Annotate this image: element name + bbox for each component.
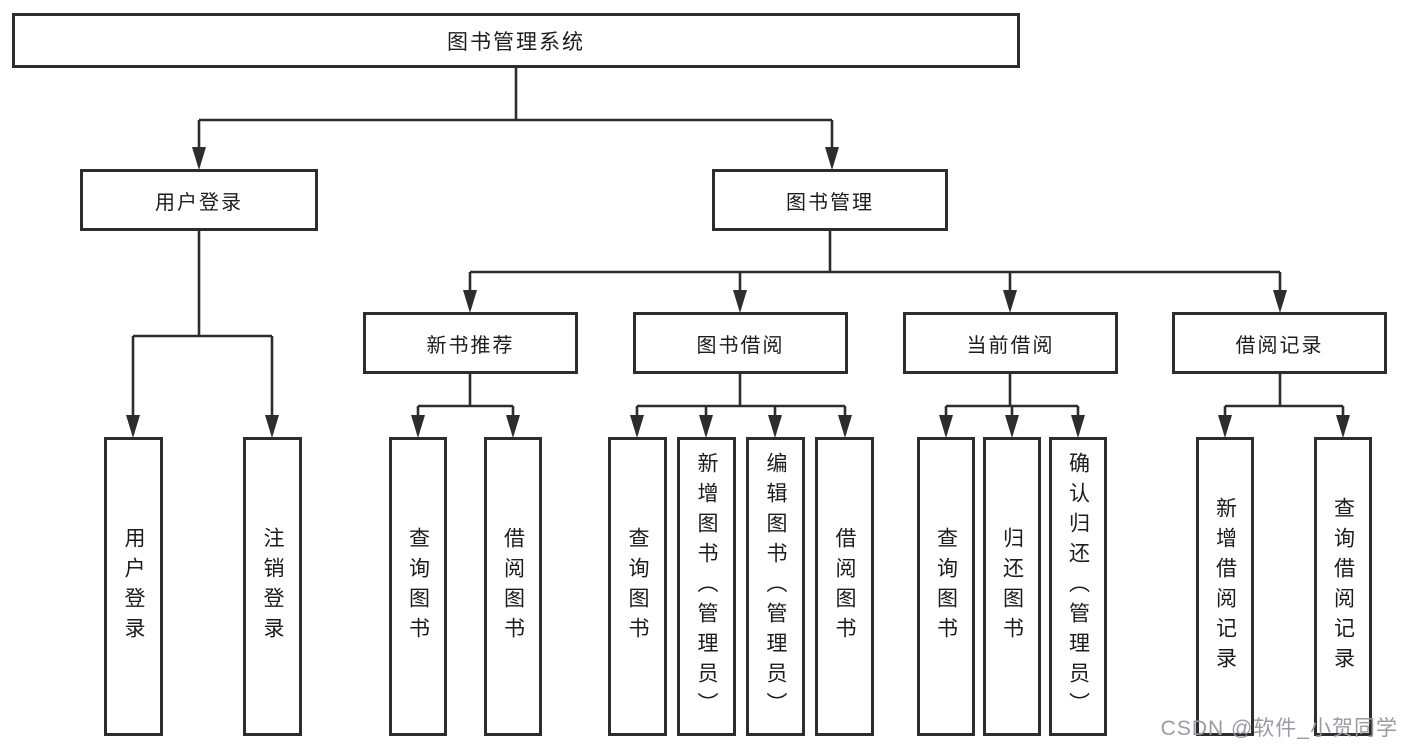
- node-label: 新增借阅记录: [1213, 496, 1237, 677]
- node-label: 归还图书: [1000, 526, 1024, 647]
- node-new-book-recommend: 新书推荐: [363, 312, 578, 374]
- node-label: 确认归还（管理员）: [1066, 451, 1090, 722]
- leaf-logout: 注销登录: [243, 437, 302, 736]
- node-label: 编辑图书（管理员）: [764, 451, 787, 722]
- leaf-user-login: 用户登录: [104, 437, 163, 736]
- node-label: 图书管理: [786, 191, 874, 214]
- node-label: 查询借阅记录: [1331, 496, 1355, 677]
- csdn-watermark: CSDN @软件_小贺同学: [1160, 717, 1398, 740]
- node-label: 借阅图书: [833, 526, 856, 647]
- leaf-borrow-books: 借阅图书: [815, 437, 874, 736]
- node-label: 注销登录: [261, 526, 284, 647]
- node-book-borrowing: 图书借阅: [633, 312, 848, 374]
- node-borrowing-records: 借阅记录: [1172, 312, 1387, 374]
- node-root-library-system: 图书管理系统: [12, 13, 1020, 68]
- leaf-query-books-recommend: 查询图书: [389, 437, 447, 736]
- leaf-query-books-current: 查询图书: [917, 437, 975, 736]
- node-label: 当前借阅: [966, 334, 1055, 357]
- leaf-add-borrow-record: 新增借阅记录: [1196, 437, 1254, 736]
- leaf-confirm-return-admin: 确认归还（管理员）: [1049, 437, 1107, 736]
- leaf-borrow-books-recommend: 借阅图书: [484, 437, 542, 736]
- node-label: 借阅图书: [501, 526, 525, 647]
- node-label: 图书管理系统: [447, 30, 585, 54]
- node-book-management-branch: 图书管理: [712, 169, 948, 231]
- node-label: 图书借阅: [696, 334, 785, 357]
- node-label: 新增图书（管理员）: [695, 451, 718, 722]
- leaf-add-books-admin: 新增图书（管理员）: [677, 437, 736, 736]
- node-label: 查询图书: [934, 526, 958, 647]
- node-label: 查询图书: [626, 526, 649, 647]
- leaf-query-books-borrowing: 查询图书: [608, 437, 667, 736]
- leaf-return-books: 归还图书: [983, 437, 1041, 736]
- node-current-borrowing: 当前借阅: [903, 312, 1118, 374]
- node-user-login-branch: 用户登录: [80, 169, 318, 231]
- node-label: 查询图书: [406, 526, 430, 647]
- node-label: 用户登录: [122, 526, 145, 647]
- leaf-query-borrow-record: 查询借阅记录: [1314, 437, 1372, 736]
- leaf-edit-books-admin: 编辑图书（管理员）: [746, 437, 805, 736]
- node-label: 借阅记录: [1235, 334, 1324, 357]
- node-label: 用户登录: [155, 191, 243, 214]
- node-label: 新书推荐: [426, 334, 515, 357]
